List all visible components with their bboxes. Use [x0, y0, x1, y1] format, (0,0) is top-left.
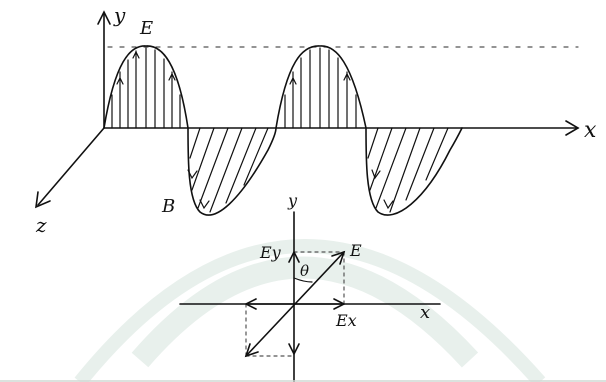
watermark-arc — [131, 256, 479, 368]
theta-arc — [293, 277, 313, 283]
theta-label: θ — [300, 262, 309, 280]
ex-arrowhead — [333, 298, 346, 310]
wave-x-arrowhead — [565, 120, 580, 136]
ex-label: Ex — [335, 311, 357, 330]
wave-y-arrowhead — [97, 10, 111, 25]
b-field-arrow-marks — [187, 169, 394, 210]
ey-label: Ey — [259, 243, 282, 262]
watermark-arc-outer — [74, 239, 546, 382]
wave-diagram — [35, 10, 580, 216]
vector-y-axis-label: y — [287, 191, 298, 210]
vector-x-axis-label: x — [420, 302, 430, 323]
wave-z-arrowhead — [35, 191, 51, 209]
e-field-lobe-2 — [275, 45, 367, 129]
watermark — [74, 239, 546, 382]
e-vector-reverse-arrowhead — [244, 343, 259, 358]
wave-z-axis-label: z — [35, 213, 47, 237]
b-field-vectors-1 — [189, 127, 269, 213]
electric-field-label: E — [139, 18, 153, 39]
wave-x-axis-label: x — [584, 118, 597, 143]
magnetic-field-label: B — [161, 196, 175, 217]
e-field-lobe-1 — [103, 45, 189, 129]
ey-reverse-arrowhead — [288, 343, 300, 356]
e-vector-arrowhead — [331, 250, 346, 265]
e-field-vectors-2 — [284, 47, 357, 129]
component-guides — [245, 251, 345, 357]
b-field-vectors-2 — [367, 127, 449, 213]
wave-z-axis — [37, 127, 105, 206]
vector-e-label: E — [349, 241, 362, 260]
ex-reverse-arrowhead — [244, 298, 257, 310]
ey-arrowhead — [288, 250, 300, 263]
wave-y-axis-label: y — [113, 3, 126, 27]
e-field-vectors-1 — [111, 47, 181, 129]
b-field-lobe-2 — [365, 127, 463, 216]
e-field-arrow-marks — [116, 50, 351, 85]
vector-diagram — [179, 211, 441, 382]
b-field-lobe-1 — [187, 127, 277, 216]
